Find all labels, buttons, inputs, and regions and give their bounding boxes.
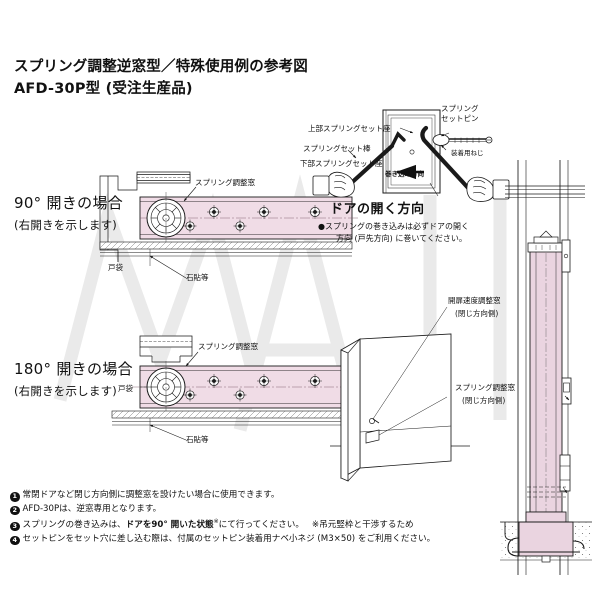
- case-180-heading: 180° 開きの場合: [14, 360, 133, 378]
- diagram-door-3d: [330, 306, 470, 482]
- label-spring-adj-line1: スプリング調整窓: [455, 383, 515, 392]
- page-title-line2: AFD-30P型 (受注生産品): [14, 81, 193, 97]
- diagram-vertical-section: [500, 160, 592, 575]
- note-bullet-3: 3: [10, 521, 20, 532]
- case-180-subheading: (右開きを示します): [14, 384, 117, 398]
- hand-right: [466, 176, 510, 202]
- note-bullet-2: 2: [10, 505, 20, 516]
- label-spring-window-90: スプリング調整窓: [195, 178, 255, 187]
- note-text-4: セットピンをセット穴に差し込む際は、付属のセットピン装着用ナベ小ネジ (M3×5…: [22, 533, 436, 544]
- note-text-2: AFD-30Pは、逆窓専用となります。: [22, 503, 162, 514]
- hand-left: [312, 171, 355, 198]
- label-upper-spring-seat: 上部スプリングセット座: [308, 124, 391, 133]
- label-spring-adj-line2: (閉じ方向側): [462, 396, 506, 405]
- label-open-speed-line2: (閉じ方向側): [455, 309, 499, 318]
- door-direction-heading: ドアの開く方向: [330, 202, 425, 217]
- door-direction-note-line1: ●スプリングの巻き込みは必ずドアの開く: [318, 222, 469, 231]
- note-text-3-sup: ※: [213, 517, 219, 525]
- label-stone-180: 石貼等: [186, 435, 209, 444]
- label-mounting-screw: 装着用ねじ: [451, 149, 484, 157]
- label-open-speed-line1: 開扉速度調整窓: [448, 296, 501, 305]
- note-bullet-4: 4: [10, 535, 20, 546]
- note-text-1: 常閉ドアなど閉じ方向側に調整窓を設けたい場合に使用できます。: [22, 490, 280, 500]
- label-set-pin-line1: スプリング: [441, 104, 479, 113]
- label-lower-spring-seat: 下部スプリングセット座: [300, 159, 383, 168]
- page-title-line1: スプリング調整逆窓型／特殊使用例の参考図: [14, 59, 308, 75]
- label-spring-set-lever: スプリングセット棒: [303, 144, 371, 153]
- label-stone-90: 石貼等: [186, 273, 209, 282]
- note-text-3-bold: ドアを90° 開いた状態: [125, 519, 214, 530]
- label-pocket-90: 戸袋: [108, 263, 123, 272]
- note-text-3-after: にて行ってください。: [218, 519, 304, 530]
- note-text-3-tail: ※吊元竪枠と干渉するため: [311, 519, 414, 530]
- label-winding-direction: 巻き込み方向: [385, 170, 424, 178]
- label-pocket-180: 戸袋: [118, 384, 133, 393]
- label-spring-window-180: スプリング調整窓: [198, 342, 258, 351]
- set-pin-assembly: [432, 132, 493, 151]
- note-text-3-before: スプリングの巻き込みは、: [22, 519, 126, 530]
- case-90-heading: 90° 開きの場合: [14, 194, 124, 212]
- label-set-pin-line2: セットピン: [441, 114, 479, 123]
- note-bullet-1: 1: [10, 492, 20, 502]
- door-direction-note-line2: 方向 (戸先方向) に巻いてください。: [336, 234, 467, 243]
- case-90-subheading: (右開きを示します): [14, 218, 117, 232]
